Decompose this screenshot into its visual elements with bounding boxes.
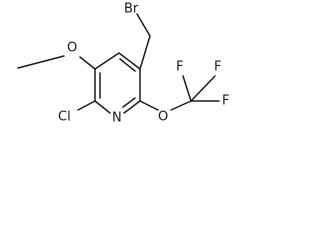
bond-c3-o [79, 56, 96, 70]
atom-fluorine-1: F [176, 60, 183, 75]
atom-chlorine: Cl [58, 110, 71, 125]
bond-ch2-br [136, 13, 151, 37]
bond-o-ch3 [17, 55, 65, 69]
bond-n-c2 [94, 100, 111, 114]
atom-oxygen-methoxy: O [67, 41, 77, 56]
atom-bromine: Br [124, 2, 139, 17]
bond-c4-c5 [118, 52, 141, 70]
bond-cf3-f2 [190, 75, 216, 102]
double-bond-c6-n [122, 97, 136, 108]
bond-c3-c4 [94, 52, 120, 70]
atom-fluorine-3: F [222, 94, 229, 109]
bond-cf3-f1 [182, 75, 192, 102]
atom-fluorine-2: F [214, 60, 221, 75]
chemical-structure: Br O Cl N O F F F [17, 2, 229, 126]
bond-c6-o [139, 100, 159, 111]
bond-o-cf3 [170, 100, 192, 111]
pyridine-ring [94, 52, 141, 114]
bond-c5-ch2 [139, 35, 151, 70]
atom-nitrogen: N [112, 111, 122, 126]
bond-c6-n [123, 100, 141, 114]
double-bond-c4-c5 [119, 58, 136, 72]
bond-c2-cl [77, 100, 96, 111]
atom-oxygen-ether: O [158, 110, 168, 125]
